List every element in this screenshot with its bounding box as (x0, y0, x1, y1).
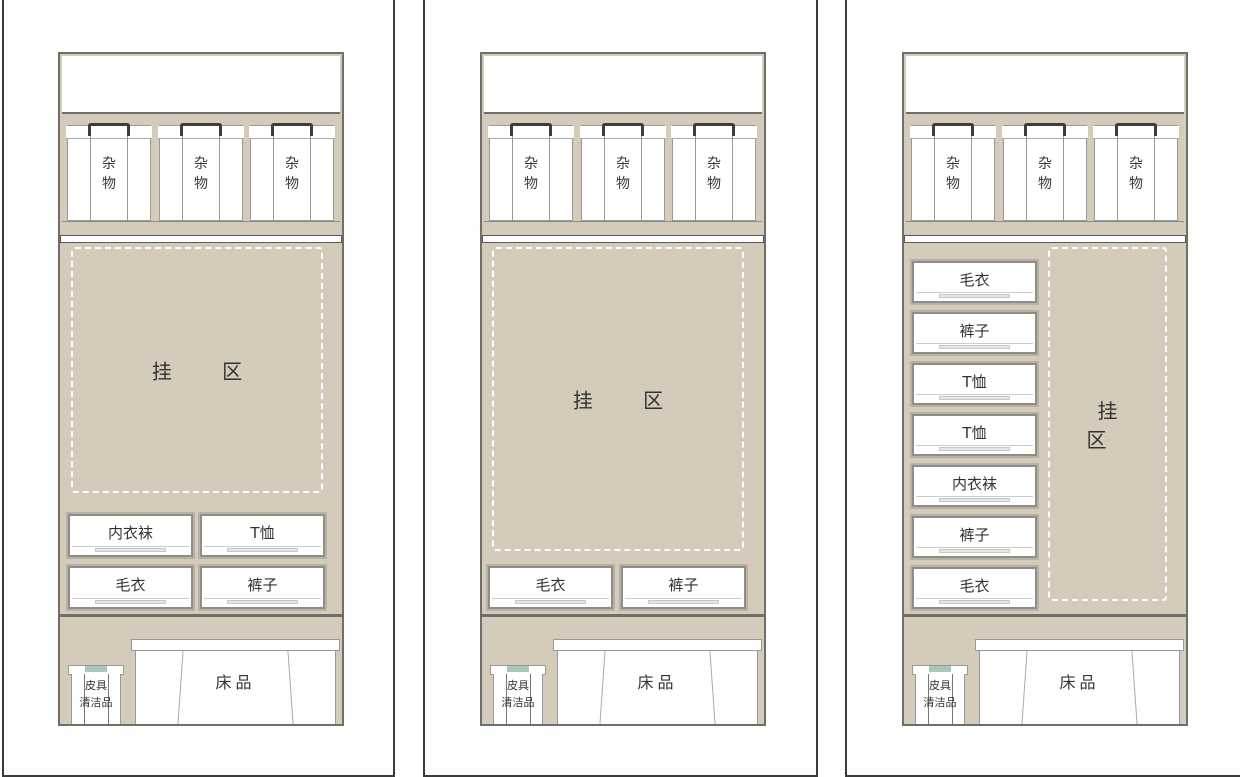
bottom-section: 床品 皮具清洁品 (60, 614, 342, 724)
drawer: 裤子 (200, 566, 325, 609)
bottom-section: 床品 皮具清洁品 (904, 614, 1186, 724)
drawer: 内衣袜 (68, 514, 193, 557)
storage-box: 杂物 (580, 123, 666, 221)
panel-layout-2: 杂物 杂物 杂物 挂 区 毛衣 裤子 床品 皮具清洁品 (423, 0, 818, 777)
handle-icon (602, 123, 644, 136)
hanging-rail (904, 235, 1186, 243)
hanging-rail (482, 235, 764, 243)
shelf (906, 221, 1184, 234)
handle-icon (1024, 123, 1066, 136)
small-storage-box: 皮具清洁品 (912, 665, 968, 724)
storage-box: 杂物 (1002, 123, 1088, 221)
handle-icon (180, 123, 222, 136)
wardrobe: 杂物 杂物 杂物 挂 区 毛衣 裤子 T恤 T恤 内衣袜 裤子 毛衣 床品 皮具… (902, 52, 1188, 726)
hanging-area: 挂 区 (492, 247, 744, 551)
drawer: T恤 (912, 363, 1037, 405)
handle-icon (693, 123, 735, 136)
top-cabinet (906, 56, 1184, 114)
storage-box: 杂物 (910, 123, 996, 221)
drawer: T恤 (912, 414, 1037, 456)
drawer: 毛衣 (68, 566, 193, 609)
wardrobe: 杂物 杂物 杂物 挂 区 内衣袜 T恤 毛衣 裤子 床品 皮具清洁品 (58, 52, 344, 726)
small-storage-box: 皮具清洁品 (68, 665, 124, 724)
drawer: T恤 (200, 514, 325, 557)
bottom-section: 床品 皮具清洁品 (482, 614, 764, 724)
storage-box: 杂物 (1093, 123, 1179, 221)
storage-box: 杂物 (671, 123, 757, 221)
bedding-box: 床品 (975, 639, 1184, 724)
hanging-area: 挂 区 (1048, 247, 1167, 601)
hanging-rail (60, 235, 342, 243)
drawer: 裤子 (912, 312, 1037, 354)
panel-layout-3: 杂物 杂物 杂物 挂 区 毛衣 裤子 T恤 T恤 内衣袜 裤子 毛衣 床品 皮具… (845, 0, 1240, 777)
storage-box: 杂物 (158, 123, 244, 221)
small-storage-box: 皮具清洁品 (490, 665, 546, 724)
storage-box: 杂物 (249, 123, 335, 221)
handle-icon (510, 123, 552, 136)
drawer: 裤子 (621, 566, 746, 609)
panel-layout-1: 杂物 杂物 杂物 挂 区 内衣袜 T恤 毛衣 裤子 床品 皮具清洁品 (2, 0, 395, 777)
handle-icon (932, 123, 974, 136)
top-cabinet (62, 56, 340, 114)
drawer: 毛衣 (912, 261, 1037, 303)
drawer: 裤子 (912, 516, 1037, 558)
shelf (62, 221, 340, 234)
top-cabinet (484, 56, 762, 114)
shelf (484, 221, 762, 234)
storage-box: 杂物 (488, 123, 574, 221)
handle-icon (1115, 123, 1157, 136)
wardrobe: 杂物 杂物 杂物 挂 区 毛衣 裤子 床品 皮具清洁品 (480, 52, 766, 726)
storage-box: 杂物 (66, 123, 152, 221)
bedding-box: 床品 (131, 639, 340, 724)
drawer: 毛衣 (488, 566, 613, 609)
drawer: 内衣袜 (912, 465, 1037, 507)
handle-icon (271, 123, 313, 136)
bedding-box: 床品 (553, 639, 762, 724)
handle-icon (88, 123, 130, 136)
drawer: 毛衣 (912, 567, 1037, 609)
hanging-area: 挂 区 (71, 247, 323, 493)
